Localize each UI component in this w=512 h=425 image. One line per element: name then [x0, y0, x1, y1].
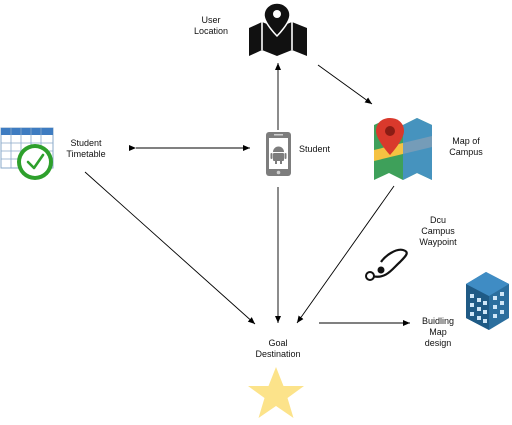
label-line: design [424, 338, 452, 348]
route-icon [365, 248, 408, 281]
edge-user-location-to-campus-map [317, 64, 373, 105]
label-line: Campus [449, 147, 483, 157]
calendar-clock-icon [0, 127, 54, 180]
label-line: Goal [268, 338, 288, 348]
label-line: Student [70, 138, 102, 148]
label-goal: Goal Destination [248, 338, 308, 360]
label-line: Dcu [429, 215, 446, 225]
star-icon [248, 367, 304, 418]
android-phone-icon [266, 132, 291, 176]
label-line: Student [299, 144, 331, 154]
label-waypoint: Dcu Campus Waypoint [413, 215, 463, 248]
label-campus-map: Map of Campus [441, 136, 491, 158]
edge-campus-map-to-goal [296, 185, 395, 324]
label-line: Map [429, 327, 447, 337]
label-student: Student [299, 144, 330, 155]
label-line: Destination [255, 349, 301, 359]
edges [84, 63, 410, 326]
label-line: Map of [452, 136, 480, 146]
label-building: Buidling Map design [413, 316, 463, 349]
label-line: Campus [421, 226, 455, 236]
label-line: Timetable [66, 149, 106, 159]
label-user-location: User Location [188, 15, 234, 37]
label-line: Waypoint [419, 237, 457, 247]
label-line: Buidling [421, 316, 455, 326]
building-icon [466, 272, 509, 330]
label-line: User [201, 15, 221, 25]
edge-timetable-to-goal [84, 171, 256, 325]
label-timetable: Student Timetable [59, 138, 113, 160]
google-maps-icon [374, 118, 432, 180]
map-pin-icon [249, 2, 307, 56]
label-line: Location [193, 26, 229, 36]
